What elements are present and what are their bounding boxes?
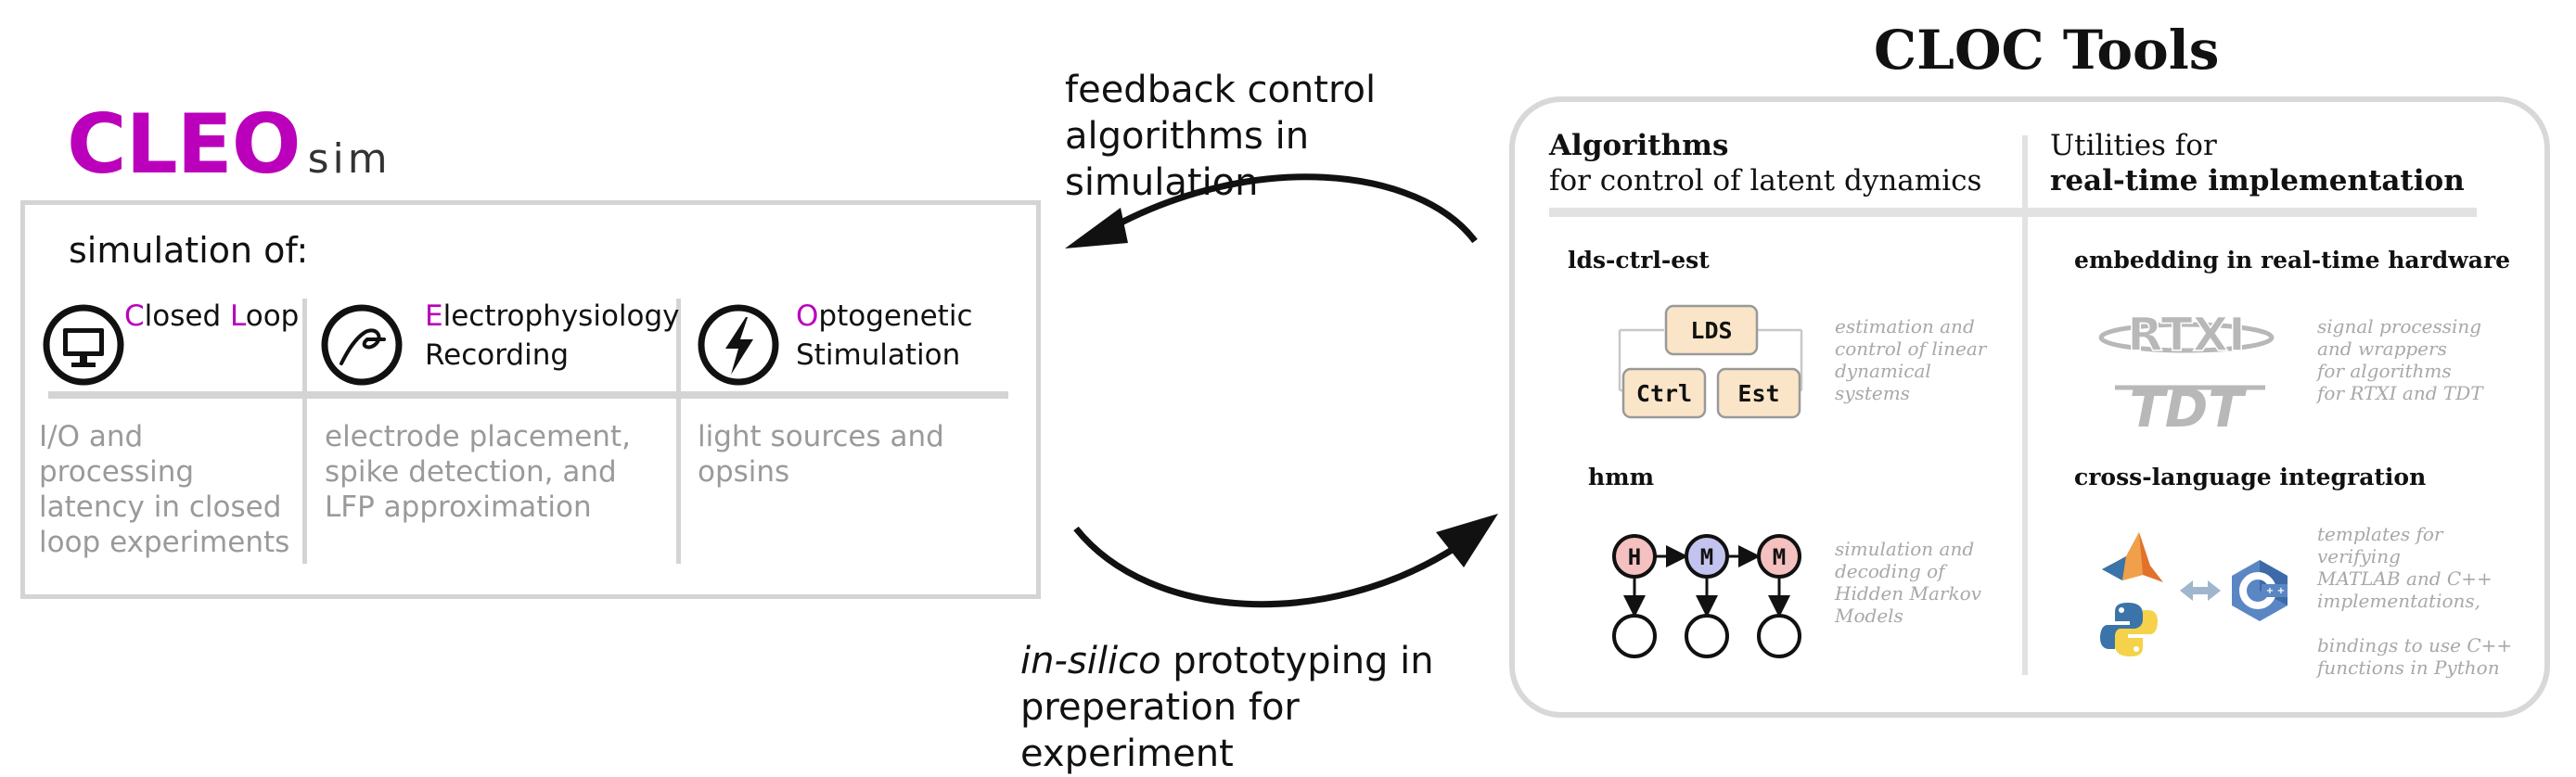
feature-title-optogenetic: Optogenetic Stimulation [796, 299, 973, 372]
bidirectional-arrow-icon [2180, 580, 2221, 601]
loop-arrows [1065, 173, 1498, 608]
feature-column-divider-2 [676, 299, 681, 564]
hmm-node-h: H [1628, 544, 1641, 570]
rtxi-tdt-logos: RTXI TDT [2098, 307, 2275, 438]
hmm-node-m2: M [1773, 544, 1786, 570]
arrow-bottom [1073, 526, 1458, 608]
lightning-icon [698, 304, 779, 386]
lds-ctrl-est-title: lds-ctrl-est [1568, 247, 1710, 274]
embedding-title: embedding in real-time hardware [2074, 247, 2511, 274]
matlab-icon [2102, 532, 2163, 582]
loop-label-bottom: in-silico prototyping in preperation for… [1020, 640, 1434, 775]
cross-language-title: cross-language integration [2074, 464, 2427, 490]
feature-desc-electrophysiology: electrode placement, spike detection, an… [325, 420, 631, 524]
embedding-note: signal processing and wrappers for algor… [2317, 315, 2483, 404]
feature-desc-closed-loop: I/O and processing latency in closed loo… [39, 420, 290, 559]
algorithms-heading: Algorithms for control of latent dynamic… [1549, 129, 1982, 197]
hmm-note: simulation and decoding of Hidden Markov… [1835, 538, 1981, 627]
cpp-icon: + + [2232, 560, 2288, 621]
arrow-top-head [1065, 208, 1128, 248]
feature-header-divider [48, 391, 1008, 399]
simulation-of-label: simulation of: [69, 230, 309, 271]
feature-column-divider-1 [302, 299, 307, 564]
hmm-diagram: H M M [1612, 534, 1801, 658]
feature-title-electrophysiology: Electrophysiology Recording [425, 299, 680, 372]
cross-language-note: templates for verifying MATLAB and C++ i… [2317, 523, 2513, 679]
hmm-node-m1: M [1700, 544, 1713, 570]
monitor-icon [43, 304, 124, 386]
feature-title-closed-loop: Closed Loop [124, 299, 300, 333]
svg-text:+: + [2266, 586, 2274, 596]
arrow-bottom-head [1436, 514, 1498, 567]
lds-box: LDS [1690, 317, 1732, 344]
cloc-column-divider [2022, 135, 2028, 675]
utilities-heading: Utilities for real-time implementation [2050, 129, 2465, 197]
electrode-trace-icon [321, 304, 403, 386]
cloc-title: CLOC Tools [1874, 19, 2220, 82]
arrow-top [1102, 173, 1478, 244]
cloc-header-divider [1549, 208, 2477, 217]
est-box: Est [1737, 380, 1779, 407]
python-icon [2100, 603, 2158, 656]
cleo-panel [20, 200, 1041, 599]
cleo-logo-sub: sim [307, 135, 391, 183]
lds-ctrl-est-note: estimation and control of linear dynamic… [1835, 315, 1987, 404]
ctrl-box: Ctrl [1636, 380, 1692, 407]
feature-desc-optogenetic: light sources and opsins [698, 420, 944, 489]
lds-ctrl-est-diagram: LDS Ctrl Est [1618, 304, 1803, 419]
cloc-panel [1509, 96, 2550, 718]
cleo-logo-main: CLEO [67, 96, 301, 192]
loop-label-top: feedback control algorithms in simulatio… [1065, 69, 1377, 204]
svg-text:+: + [2277, 586, 2285, 596]
hmm-title: hmm [1588, 464, 1655, 490]
rtxi-logo: RTXI [2127, 308, 2246, 362]
